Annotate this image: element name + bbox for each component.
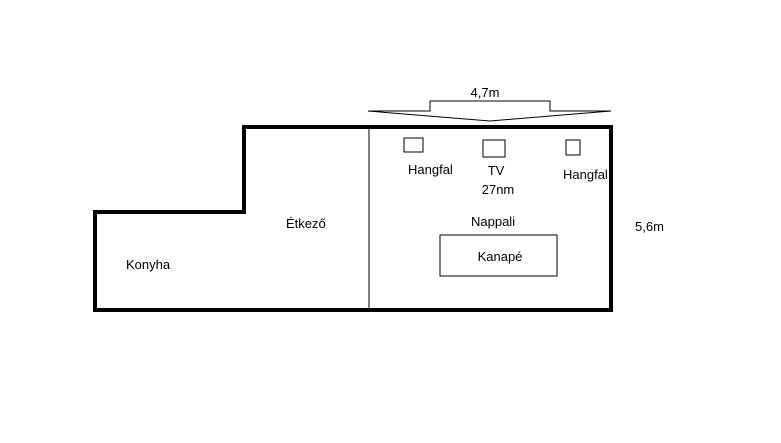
room-label-dining: Étkező [286, 216, 326, 231]
tv-box [482, 139, 506, 158]
room-label-kitchen: Konyha [126, 257, 171, 272]
speaker-right-box [565, 139, 581, 156]
sofa-box [439, 234, 558, 277]
room-label-living: Nappali [471, 214, 515, 229]
tv-size-label: 27nm [482, 182, 515, 197]
width-dimension-marker [367, 100, 612, 122]
tv-label: TV [488, 163, 505, 178]
sofa-label: Kanapé [478, 249, 523, 264]
speaker-left-box [403, 137, 424, 153]
depth-dimension-label: 5,6m [635, 219, 664, 234]
speaker-right-label: Hangfal [563, 167, 608, 182]
speaker-left-label: Hangfal [408, 162, 453, 177]
width-dimension-label: 4,7m [471, 85, 500, 100]
outer-wall [93, 125, 613, 312]
